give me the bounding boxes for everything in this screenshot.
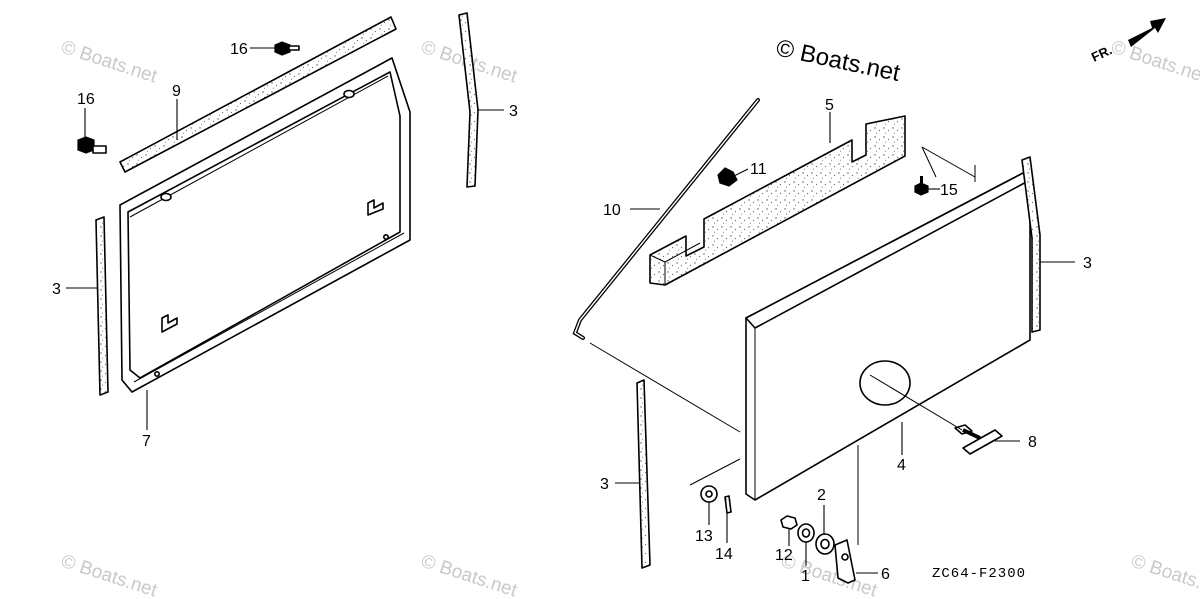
assembly-guide-lines <box>589 146 976 545</box>
watermark-tile: © Boats.net <box>1108 37 1200 88</box>
washer-part-1-icon <box>797 523 815 543</box>
callout-3-top: 3 <box>509 103 518 120</box>
callout-7: 7 <box>142 433 151 450</box>
panel-hole <box>859 360 911 406</box>
callout-10: 10 <box>603 202 621 219</box>
brand-watermark: © Boats.net <box>774 34 903 87</box>
bolt-part-16-lower-icon <box>77 136 107 154</box>
support-rod-part-10 <box>572 98 760 340</box>
weather-strip-part-3-top <box>458 12 479 188</box>
watermark-tile: © Boats.net <box>58 551 160 599</box>
panel-frame-part-7 <box>119 57 411 393</box>
weather-strip-part-3-bottom <box>636 379 651 569</box>
watermark-tile: © Boats.net <box>418 551 520 599</box>
callout-5: 5 <box>825 97 834 114</box>
clip-part-11-icon <box>717 167 738 187</box>
callout-3-bottom: 3 <box>600 476 609 493</box>
callout-3-right: 3 <box>1083 255 1092 272</box>
weather-strip-part-3-right <box>1021 156 1041 333</box>
nut-part-12-icon <box>780 515 798 530</box>
watermark-tile: © Boats.net <box>58 37 160 88</box>
bolt-part-16-upper-icon <box>274 41 300 56</box>
callout-13: 13 <box>695 528 713 545</box>
washer-part-13-icon <box>700 485 718 503</box>
pin-part-14-icon <box>724 495 732 514</box>
screw-part-15-icon <box>914 176 929 196</box>
latch-plate-part-6 <box>834 539 856 584</box>
callout-15: 15 <box>940 182 958 199</box>
side-panel-part-4 <box>745 171 1031 501</box>
latch-key-part-8 <box>954 424 1003 455</box>
foam-block-part-5 <box>649 115 906 286</box>
callout-1: 1 <box>801 568 810 585</box>
callout-3-left: 3 <box>52 281 61 298</box>
callout-12: 12 <box>775 547 793 564</box>
weather-strip-part-3-left <box>95 216 109 396</box>
callout-labels: 16 16 9 3 3 7 5 11 10 15 3 3 4 8 2 13 14… <box>52 41 1092 585</box>
callout-6: 6 <box>881 566 890 583</box>
callout-8: 8 <box>1028 434 1037 451</box>
callout-4: 4 <box>897 457 906 474</box>
callout-16-lower: 16 <box>77 91 95 108</box>
callout-14: 14 <box>715 546 733 563</box>
seal-strip-part-9 <box>119 16 397 173</box>
leader-11 <box>733 168 749 177</box>
watermark-tile: © Boats.net <box>778 551 880 599</box>
callout-9: 9 <box>172 83 181 100</box>
callout-11: 11 <box>750 161 767 178</box>
washer-part-2-icon <box>815 533 835 555</box>
diagram-code: ZC64-F2300 <box>932 566 1026 582</box>
watermark-tile: © Boats.net <box>1128 551 1200 599</box>
callout-2: 2 <box>817 487 826 504</box>
front-direction-label: FR. <box>1089 42 1114 64</box>
callout-16-upper: 16 <box>230 41 248 58</box>
